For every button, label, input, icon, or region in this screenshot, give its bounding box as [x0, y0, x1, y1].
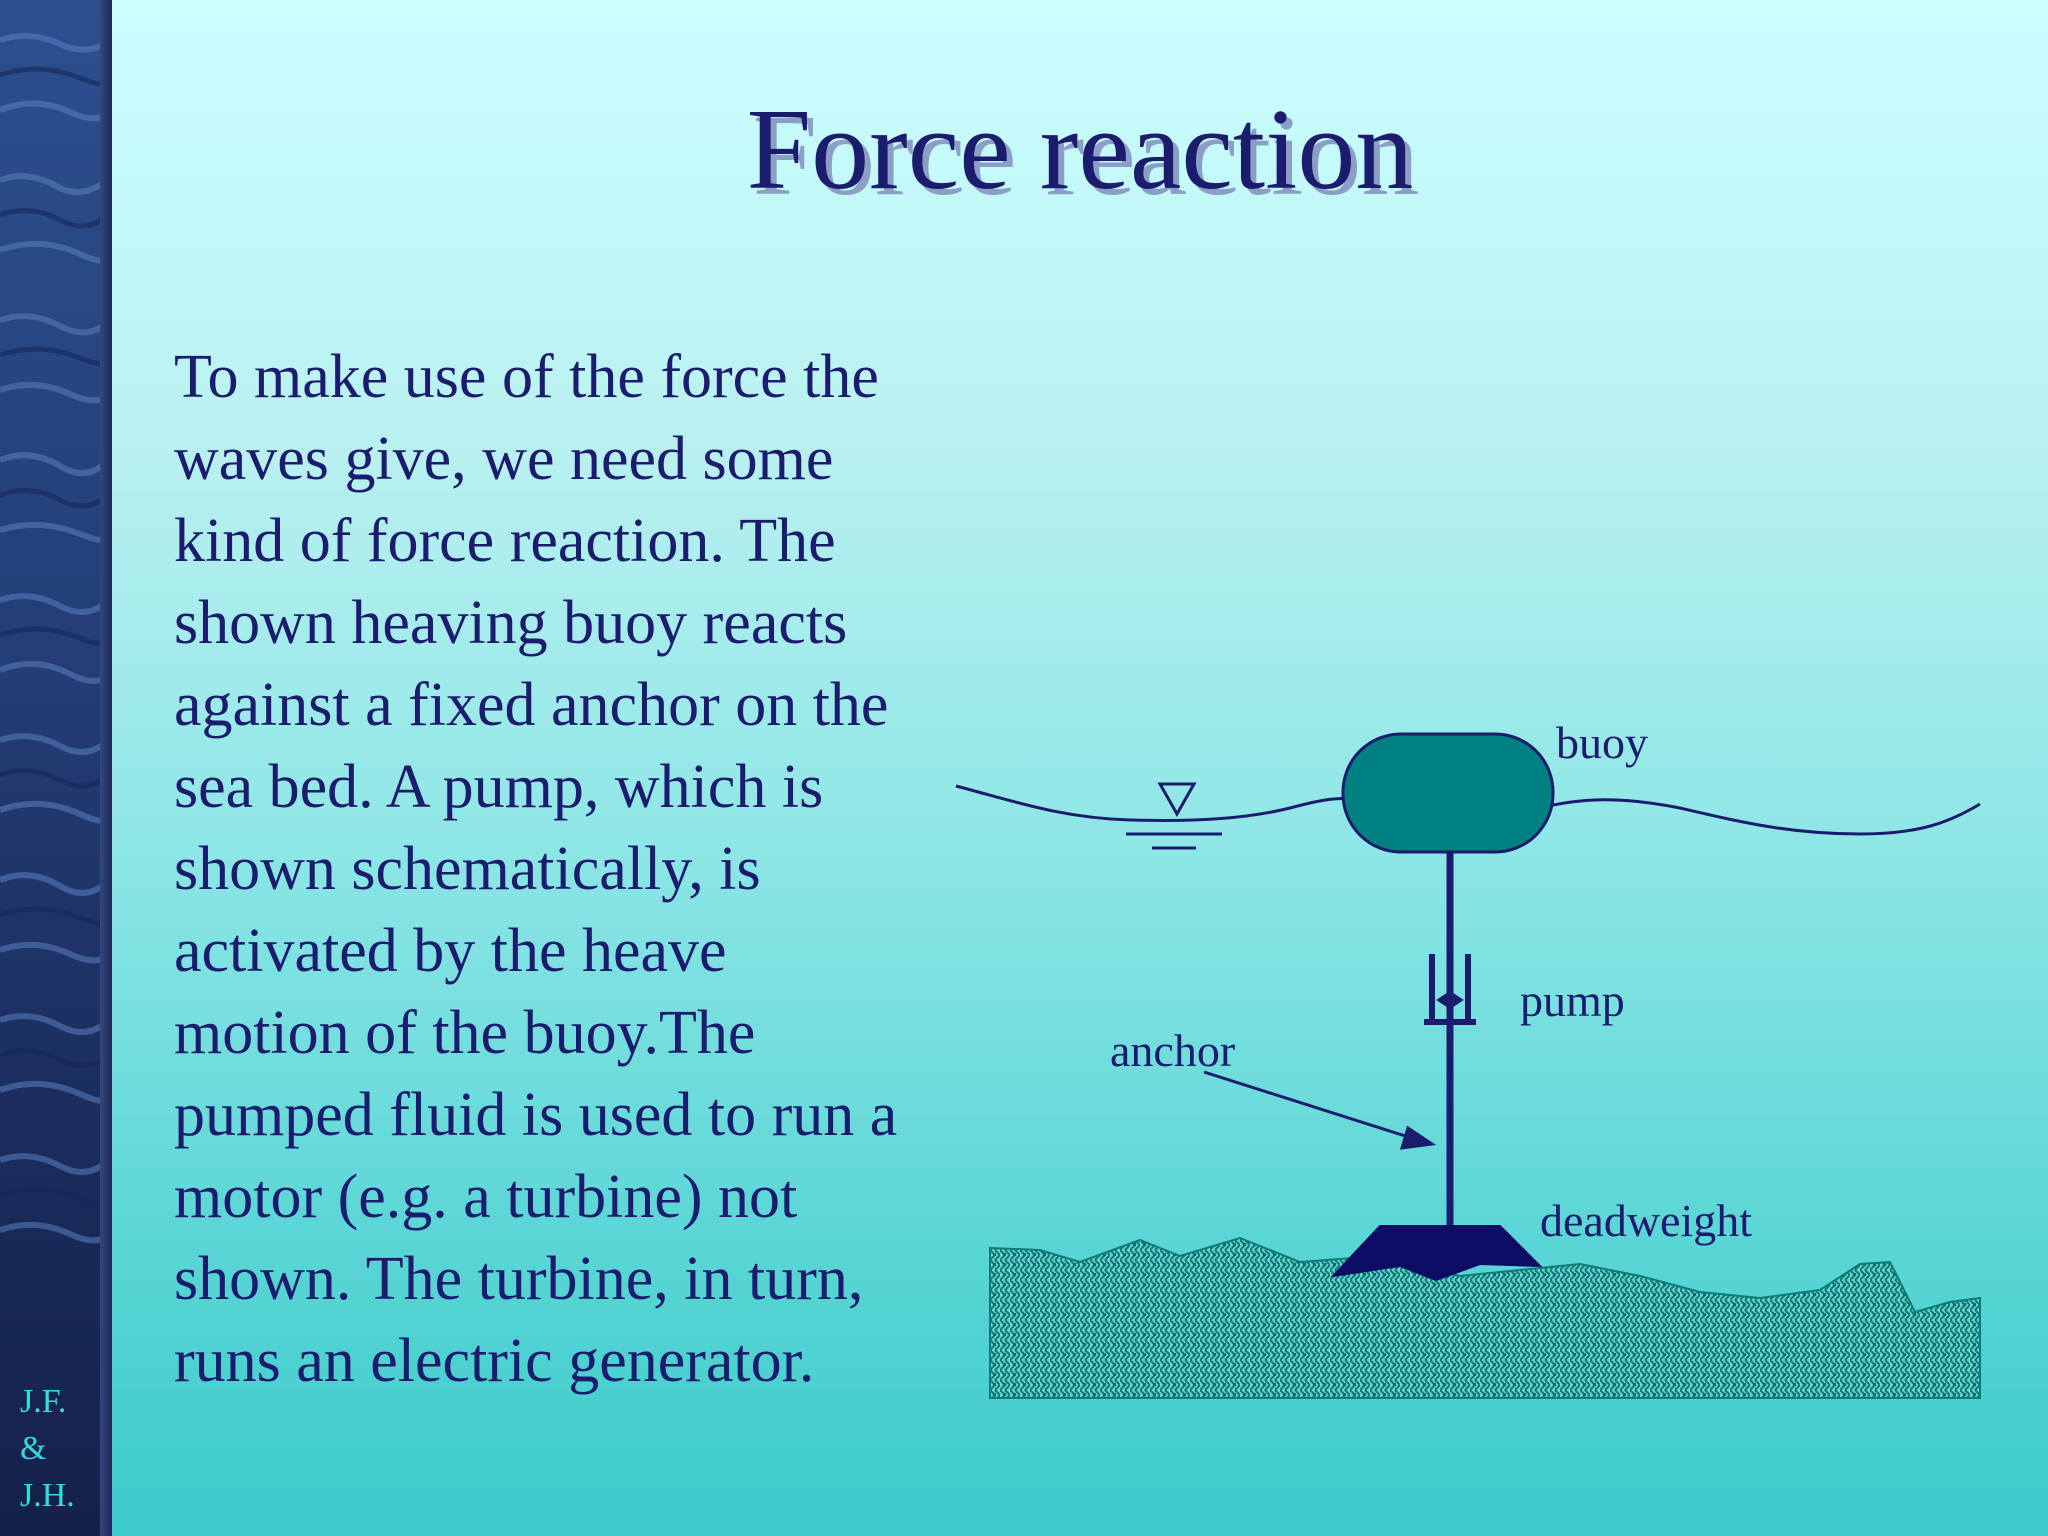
body-line: motor (e.g. a turbine) not: [174, 1163, 798, 1231]
body-line: motion of the buoy.The: [174, 999, 756, 1067]
anchor-arrow: [1203, 1070, 1437, 1150]
slide-title: Force reaction: [746, 86, 1414, 214]
initials-line: J.F.: [20, 1383, 67, 1420]
label-anchor: anchor: [1110, 1025, 1235, 1076]
label-pump: pump: [1520, 975, 1625, 1026]
body-line: shown heaving buoy reacts: [174, 589, 848, 657]
body-line: shown schematically, is: [174, 835, 761, 903]
initials-line: &: [20, 1430, 47, 1467]
slide-body-text: To make use of the force the waves give,…: [174, 336, 1004, 1402]
pump-cylinder: [1424, 954, 1476, 1025]
water-surface: [1539, 798, 1981, 836]
ocean-sidebar: J.F. & J.H.: [0, 0, 112, 1536]
body-line: activated by the heave: [174, 917, 727, 985]
water-level-symbol: [1126, 782, 1222, 850]
body-line: waves give, we need some: [174, 425, 834, 493]
wave-texture: [0, 32, 112, 1244]
body-line: To make use of the force the: [174, 343, 879, 411]
water-surface: [955, 784, 1361, 822]
body-line: shown. The turbine, in turn,: [174, 1245, 864, 1313]
label-buoy: buoy: [1556, 717, 1648, 768]
buoy-body: [1341, 732, 1555, 854]
body-line: sea bed. A pump, which is: [174, 753, 824, 821]
sidebar-edge: [100, 0, 112, 1536]
body-line: against a fixed anchor on the: [174, 671, 889, 739]
body-line: kind of force reaction. The: [174, 507, 836, 575]
deadweight-block: [1330, 1225, 1543, 1282]
author-initials: J.F. & J.H.: [20, 1378, 100, 1519]
seabed: [989, 1236, 1981, 1399]
body-line: pumped fluid is used to run a: [174, 1081, 898, 1149]
body-line: runs an electric generator.: [174, 1327, 815, 1395]
label-deadweight: deadweight: [1540, 1195, 1752, 1246]
initials-line: J.H.: [20, 1477, 75, 1514]
